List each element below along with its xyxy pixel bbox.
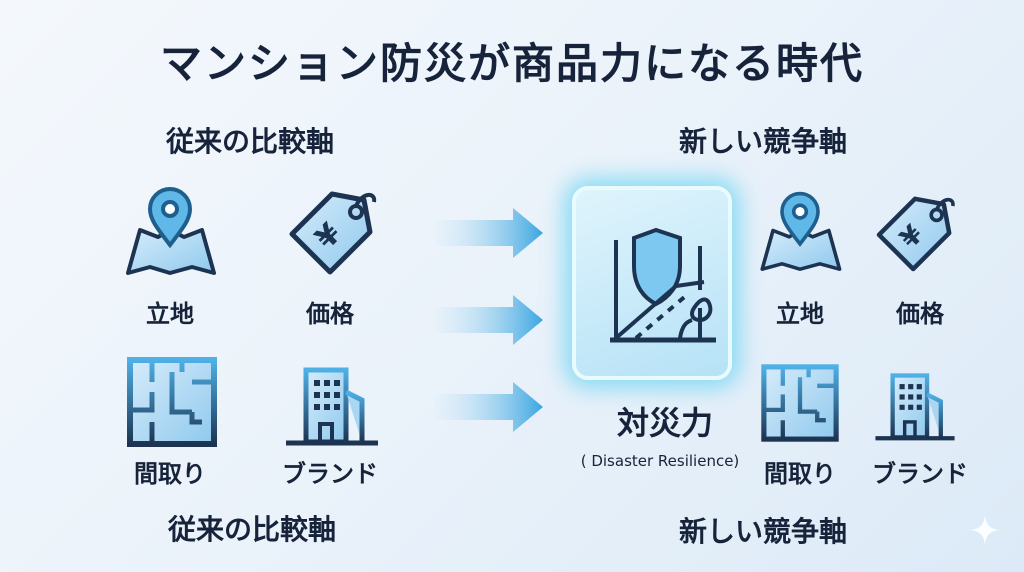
yen-tag-icon xyxy=(282,182,382,282)
left-item-label: 価格 xyxy=(306,300,354,328)
map-pin-icon xyxy=(755,190,845,280)
sparkle-icon xyxy=(970,515,1000,545)
shield-road-icon xyxy=(610,227,716,343)
floor-plan-icon xyxy=(757,360,843,446)
right-header: 新しい競争軸 xyxy=(678,125,847,158)
right-footer: 新しい競争軸 xyxy=(678,515,847,548)
center-label: 対災力 xyxy=(616,404,713,442)
center-sublabel: ( Disaster Resilience) xyxy=(580,452,740,470)
arrow-right-icon xyxy=(435,295,543,345)
yen-tag-icon xyxy=(870,188,960,278)
floor-plan-icon xyxy=(122,352,222,452)
building-icon xyxy=(282,352,382,452)
left-item-label: ブランド xyxy=(282,460,378,488)
building-icon xyxy=(872,360,958,446)
left-header: 従来の比較軸 xyxy=(165,125,334,158)
right-item-label: 立地 xyxy=(776,300,824,328)
right-item-label: ブランド xyxy=(872,460,968,488)
map-pin-icon xyxy=(120,185,220,285)
arrow-right-icon xyxy=(435,208,543,258)
left-footer: 従来の比較軸 xyxy=(167,513,336,546)
arrow-right-icon xyxy=(435,382,543,432)
page-title: マンション防災が商品力になる時代 xyxy=(159,39,864,88)
disaster-resilience-card xyxy=(572,186,732,380)
right-item-label: 間取り xyxy=(764,460,836,488)
right-item-label: 価格 xyxy=(896,300,944,328)
left-item-label: 立地 xyxy=(146,300,194,328)
left-item-label: 間取り xyxy=(134,460,206,488)
